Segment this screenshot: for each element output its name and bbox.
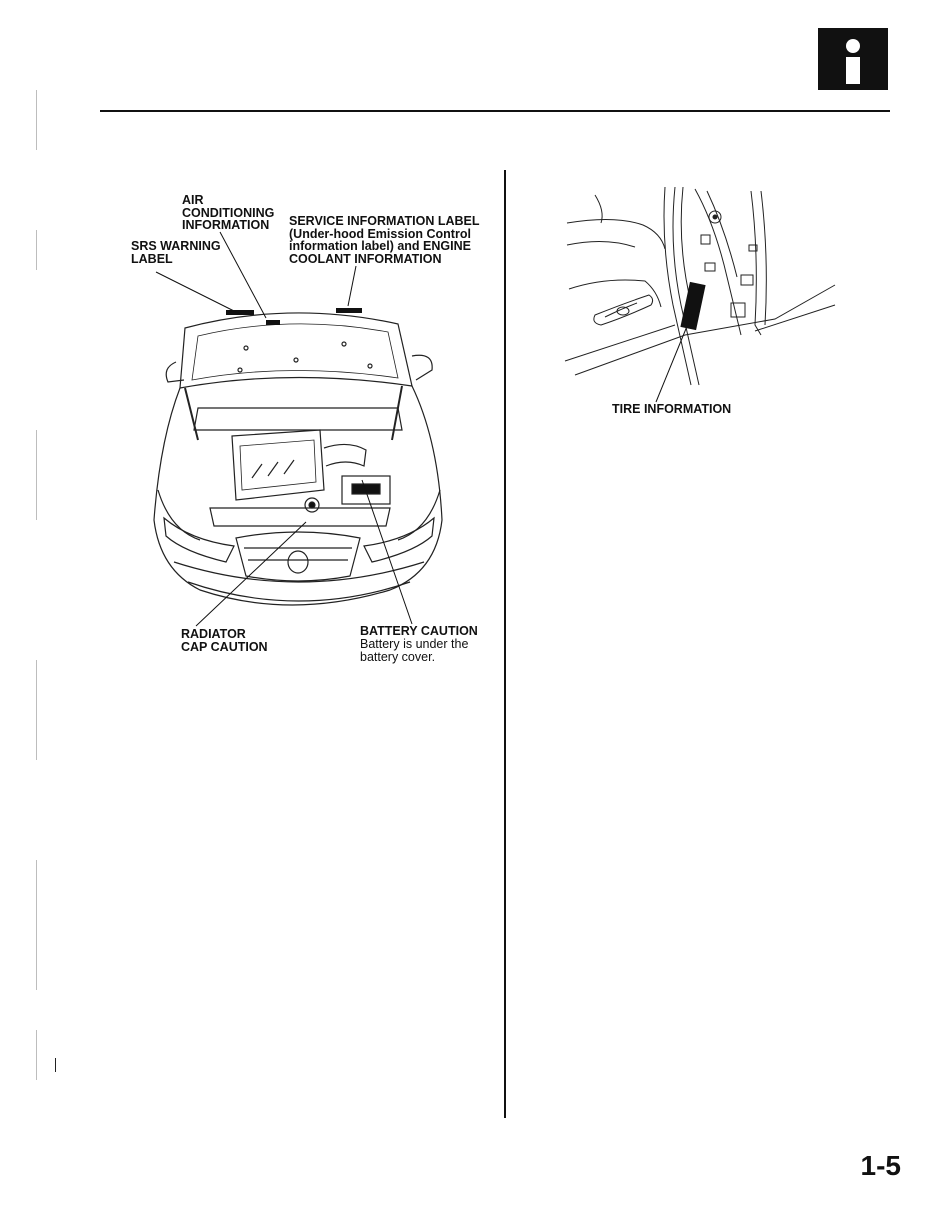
header-rule: [100, 110, 890, 112]
margin-mark: [36, 230, 37, 270]
margin-mark: [36, 660, 37, 760]
leader-line-tire: [655, 313, 693, 403]
label-radiator-cap-caution: RADIATOR CAP CAUTION: [181, 627, 268, 654]
engine-compartment-illustration: [153, 308, 443, 606]
battery-caution-note: Battery is under the battery cover.: [360, 637, 469, 664]
label-service-information: SERVICE INFORMATION LABEL (Under-hood Em…: [289, 214, 480, 266]
label-battery-caution: BATTERY CAUTION: [360, 624, 478, 638]
info-icon: [846, 39, 860, 84]
margin-mark: [36, 90, 37, 150]
label-tire-information: TIRE INFORMATION: [612, 402, 732, 416]
driver-door-jamb-illustration: [564, 186, 836, 386]
margin-mark: [36, 1030, 37, 1080]
info-section-tab: [818, 28, 888, 90]
label-srs-warning: SRS WARNING LABEL: [131, 239, 221, 266]
margin-mark: [36, 860, 37, 990]
column-divider: [504, 170, 506, 1118]
page-number: 1-5: [860, 1150, 901, 1181]
margin-mark: [36, 430, 37, 520]
margin-mark: [55, 1058, 56, 1072]
leader-lines-left: [155, 231, 413, 627]
label-air-conditioning-information: AIR CONDITIONING INFORMATION: [182, 193, 275, 232]
